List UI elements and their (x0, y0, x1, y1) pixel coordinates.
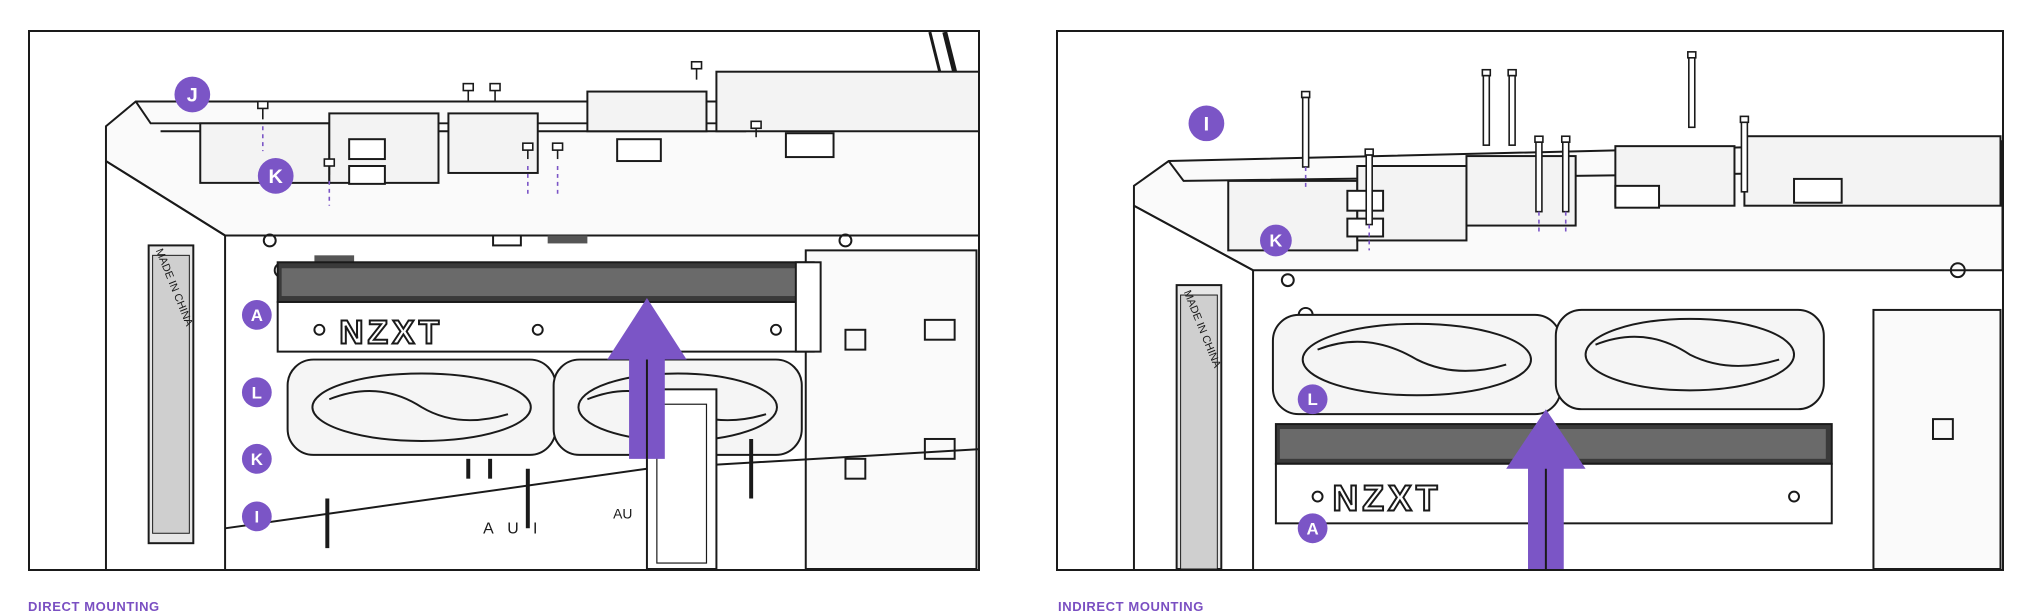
badge-i: I (241, 501, 272, 532)
up-arrow-icon (1506, 409, 1586, 569)
badge-a: A (1297, 513, 1328, 544)
svg-text:L: L (1307, 390, 1317, 409)
badge-l: L (1297, 384, 1328, 415)
radiator-logo: NZXT (339, 314, 443, 352)
radiator-logo: NZXT (1332, 478, 1441, 518)
badge-k: K (257, 158, 294, 194)
svg-text:I: I (1204, 113, 1210, 135)
long-screws (1300, 51, 1750, 251)
direct-mounting-caption: DIRECT MOUNTING (28, 599, 160, 612)
case-top-panel (104, 32, 978, 237)
up-arrow-icon (607, 298, 687, 459)
svg-text:I: I (254, 507, 259, 526)
badge-k-lower: K (241, 443, 272, 474)
fan-pair (286, 358, 803, 456)
svg-text:K: K (1269, 230, 1282, 250)
svg-text:K: K (251, 450, 264, 469)
svg-text:A: A (251, 306, 263, 325)
case-front-frame (1132, 204, 2002, 569)
indirect-mounting-caption: INDIRECT MOUNTING (1058, 599, 1204, 612)
radiator: NZXT (276, 261, 822, 353)
case-label-aui: A U I (483, 520, 542, 537)
svg-text:L: L (252, 383, 262, 402)
indirect-mounting-diagram: NZXT MADE IN CHINA I K (1056, 30, 2004, 571)
svg-text:A: A (1307, 519, 1319, 538)
badge-k: K (1260, 224, 1292, 257)
case-label-au: AU (613, 505, 632, 521)
badge-a: A (241, 300, 272, 330)
badge-j: J (174, 76, 211, 113)
screws (257, 60, 762, 549)
svg-text:J: J (187, 84, 198, 106)
fan-pair (1271, 308, 1825, 416)
svg-text:K: K (269, 166, 284, 188)
direct-mounting-diagram: NZXT (28, 30, 980, 571)
badge-i: I (1188, 105, 1225, 142)
badge-l: L (241, 377, 272, 408)
case-top-panel (1132, 135, 2002, 272)
case-front-frame (104, 160, 978, 569)
